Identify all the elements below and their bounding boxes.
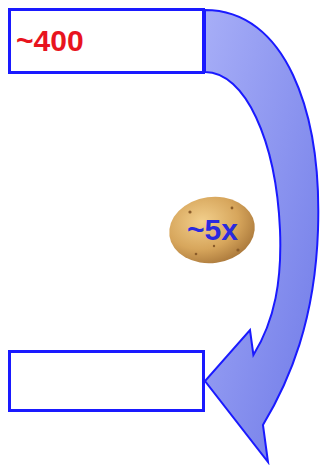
factor-label: ~5x — [187, 213, 238, 247]
value-box: ~400 — [8, 8, 205, 74]
value-text: ~400 — [16, 24, 84, 58]
value-box — [8, 350, 205, 412]
